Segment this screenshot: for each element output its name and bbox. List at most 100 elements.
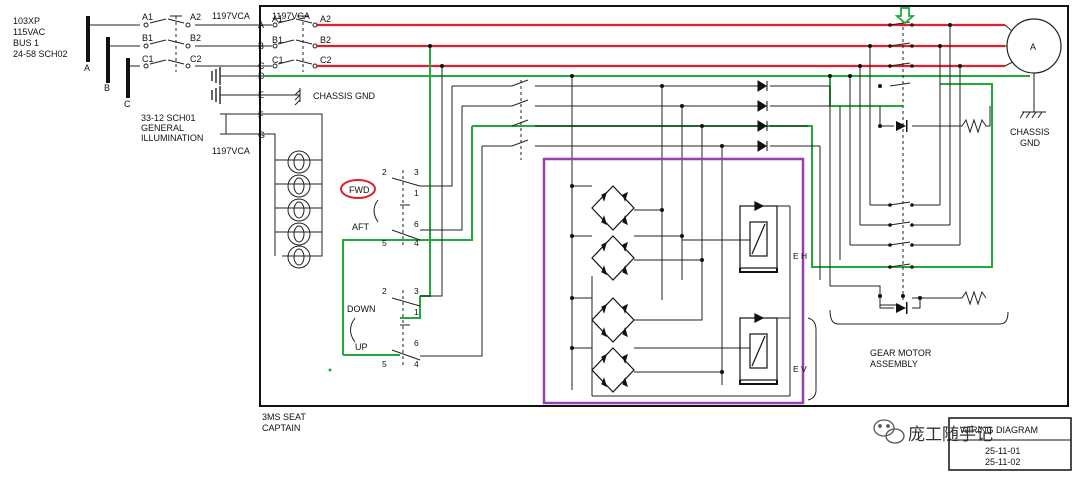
terminal-f: F	[258, 110, 264, 120]
fa-pin-2: 2	[382, 167, 387, 177]
bus-label-a: A	[84, 63, 90, 73]
feeder-wires	[90, 15, 263, 135]
terminal-c: C	[258, 61, 265, 71]
int-breaker-c1: C1	[272, 55, 284, 65]
relay-ev-label: E V	[793, 364, 807, 374]
switch-down-up: DOWN UP 2 3 1 6 5 4	[347, 286, 421, 369]
fa-pin-6: 6	[414, 219, 419, 229]
source-line-3: BUS 1	[13, 38, 39, 48]
lamp-assembly	[263, 113, 323, 269]
lighting-line-2: GENERAL	[141, 123, 184, 133]
lamp-3	[287, 198, 311, 222]
breaker-a1: A1	[142, 12, 153, 22]
terminal-a: A	[258, 20, 264, 30]
int-breaker-b1: B1	[272, 35, 283, 45]
control-wires	[420, 46, 900, 390]
fa-pin-1: 1	[414, 188, 419, 198]
ground-symbol-left-e	[211, 86, 221, 104]
watermark-text: 庞工随手记	[908, 425, 993, 444]
du-pin-1: 1	[414, 307, 419, 317]
breaker-labels-left: A1 A2 B1 B2 C1 C2 1197VCA	[142, 11, 250, 64]
title-block: WIRING DIAGRAM 25-11-01 25-11-02	[948, 417, 1072, 471]
bus-bar-c	[126, 58, 130, 98]
switch-fwd-aft: FWD AFT 2 3 1 6 5 4	[340, 167, 421, 248]
gear-motor-label-1: GEAR MOTOR	[870, 348, 932, 358]
du-pin-6: 6	[414, 338, 419, 348]
source-block: 103XP 115VAC BUS 1 24-58 SCH02 A B C	[13, 16, 131, 109]
green-dot	[328, 368, 332, 372]
wechat-icon	[873, 419, 905, 444]
watermark: 庞工随手记	[873, 419, 993, 444]
chassis-gnd-label: CHASSIS GND	[313, 91, 376, 101]
title-ref-2: 25-11-02	[985, 457, 1020, 467]
du-pin-5: 5	[382, 359, 387, 369]
junction-dots	[428, 23, 962, 374]
terminal-letters: A B C D E F G	[258, 20, 265, 140]
fwd-highlight-circle	[340, 179, 376, 199]
rectifier-relay-box	[542, 157, 805, 405]
bridge-rectifier-4	[591, 347, 635, 393]
int-breaker-a2: A2	[320, 14, 331, 24]
seat-enclosure	[259, 5, 1069, 407]
lamp-4	[287, 222, 311, 246]
bus-bar-b	[106, 37, 110, 83]
bus-label-c: C	[124, 99, 131, 109]
terminal-b: B	[258, 41, 264, 51]
seat-label-1: 3MS SEAT	[262, 412, 306, 422]
lighting-rating: 1197VCA	[212, 146, 250, 156]
motor: A CHASSIS GND	[1004, 18, 1062, 148]
row-diodes	[757, 80, 768, 152]
title-ref-1: 25-11-01	[985, 446, 1020, 456]
breaker-rating: 1197VCA	[212, 11, 250, 21]
relay-eh-label: E H	[793, 251, 807, 261]
breaker-c1: C1	[142, 54, 154, 64]
indicator-arrow-icon	[894, 7, 916, 25]
ground-symbol-left-d	[211, 67, 221, 85]
seat-label-2: CAPTAIN	[262, 423, 300, 433]
fa-pin-5: 5	[382, 238, 387, 248]
lamp-2	[287, 174, 311, 198]
source-line-4: 24-58 SCH02	[13, 49, 68, 59]
lamp-1	[287, 150, 311, 174]
title-block-heading: WIRING DIAGRAM	[960, 425, 1038, 435]
breaker-b2: B2	[190, 33, 201, 43]
int-breaker-a1: A1	[272, 14, 283, 24]
du-pin-2: 2	[382, 286, 387, 296]
motor-contacts	[850, 15, 991, 309]
chassis-gnd-symbol-e	[294, 88, 301, 106]
int-breaker-b2: B2	[320, 35, 331, 45]
motor-ground-label-1: CHASSIS	[1010, 127, 1050, 137]
gear-motor-assembly: GEAR MOTOR ASSEMBLY	[807, 309, 1009, 401]
down-label: DOWN	[347, 304, 376, 314]
fwd-label: FWD	[349, 185, 370, 195]
breaker-labels-right: A1 A2 B1 B2 C1 C2 1197VCA	[272, 11, 332, 65]
fa-pin-3: 3	[414, 167, 419, 177]
motor-ground-icon	[1019, 111, 1046, 119]
breaker-a2: A2	[190, 12, 201, 22]
bridge-rectifier-3	[591, 297, 635, 343]
relay-eh: E H	[739, 201, 807, 273]
gear-motor-label-2: ASSEMBLY	[870, 359, 918, 369]
terminal-e: E	[258, 90, 264, 100]
bridge-rectifier-2	[591, 235, 635, 281]
breaker-c2: C2	[190, 54, 202, 64]
fa-pin-4: 4	[414, 238, 419, 248]
lighting-reference: 33-12 SCH01 GENERAL ILLUMINATION 1197VCA	[141, 113, 250, 156]
lamp-5	[287, 245, 311, 269]
up-label: UP	[355, 342, 368, 352]
int-breaker-c2: C2	[320, 55, 332, 65]
du-pin-4: 4	[414, 359, 419, 369]
motor-label: A	[1030, 42, 1036, 52]
terminal-g: G	[258, 130, 265, 140]
terminal-d: D	[258, 71, 265, 81]
breaker-b1: B1	[142, 33, 153, 43]
phase-wires	[316, 23, 1005, 68]
du-pin-3: 3	[414, 286, 419, 296]
lighting-line-1: 33-12 SCH01	[141, 113, 196, 123]
relay-ev: E V	[739, 313, 807, 385]
motor-ground-label-2: GND	[1020, 138, 1041, 148]
lighting-line-3: ILLUMINATION	[141, 133, 203, 143]
bus-label-b: B	[104, 83, 110, 93]
